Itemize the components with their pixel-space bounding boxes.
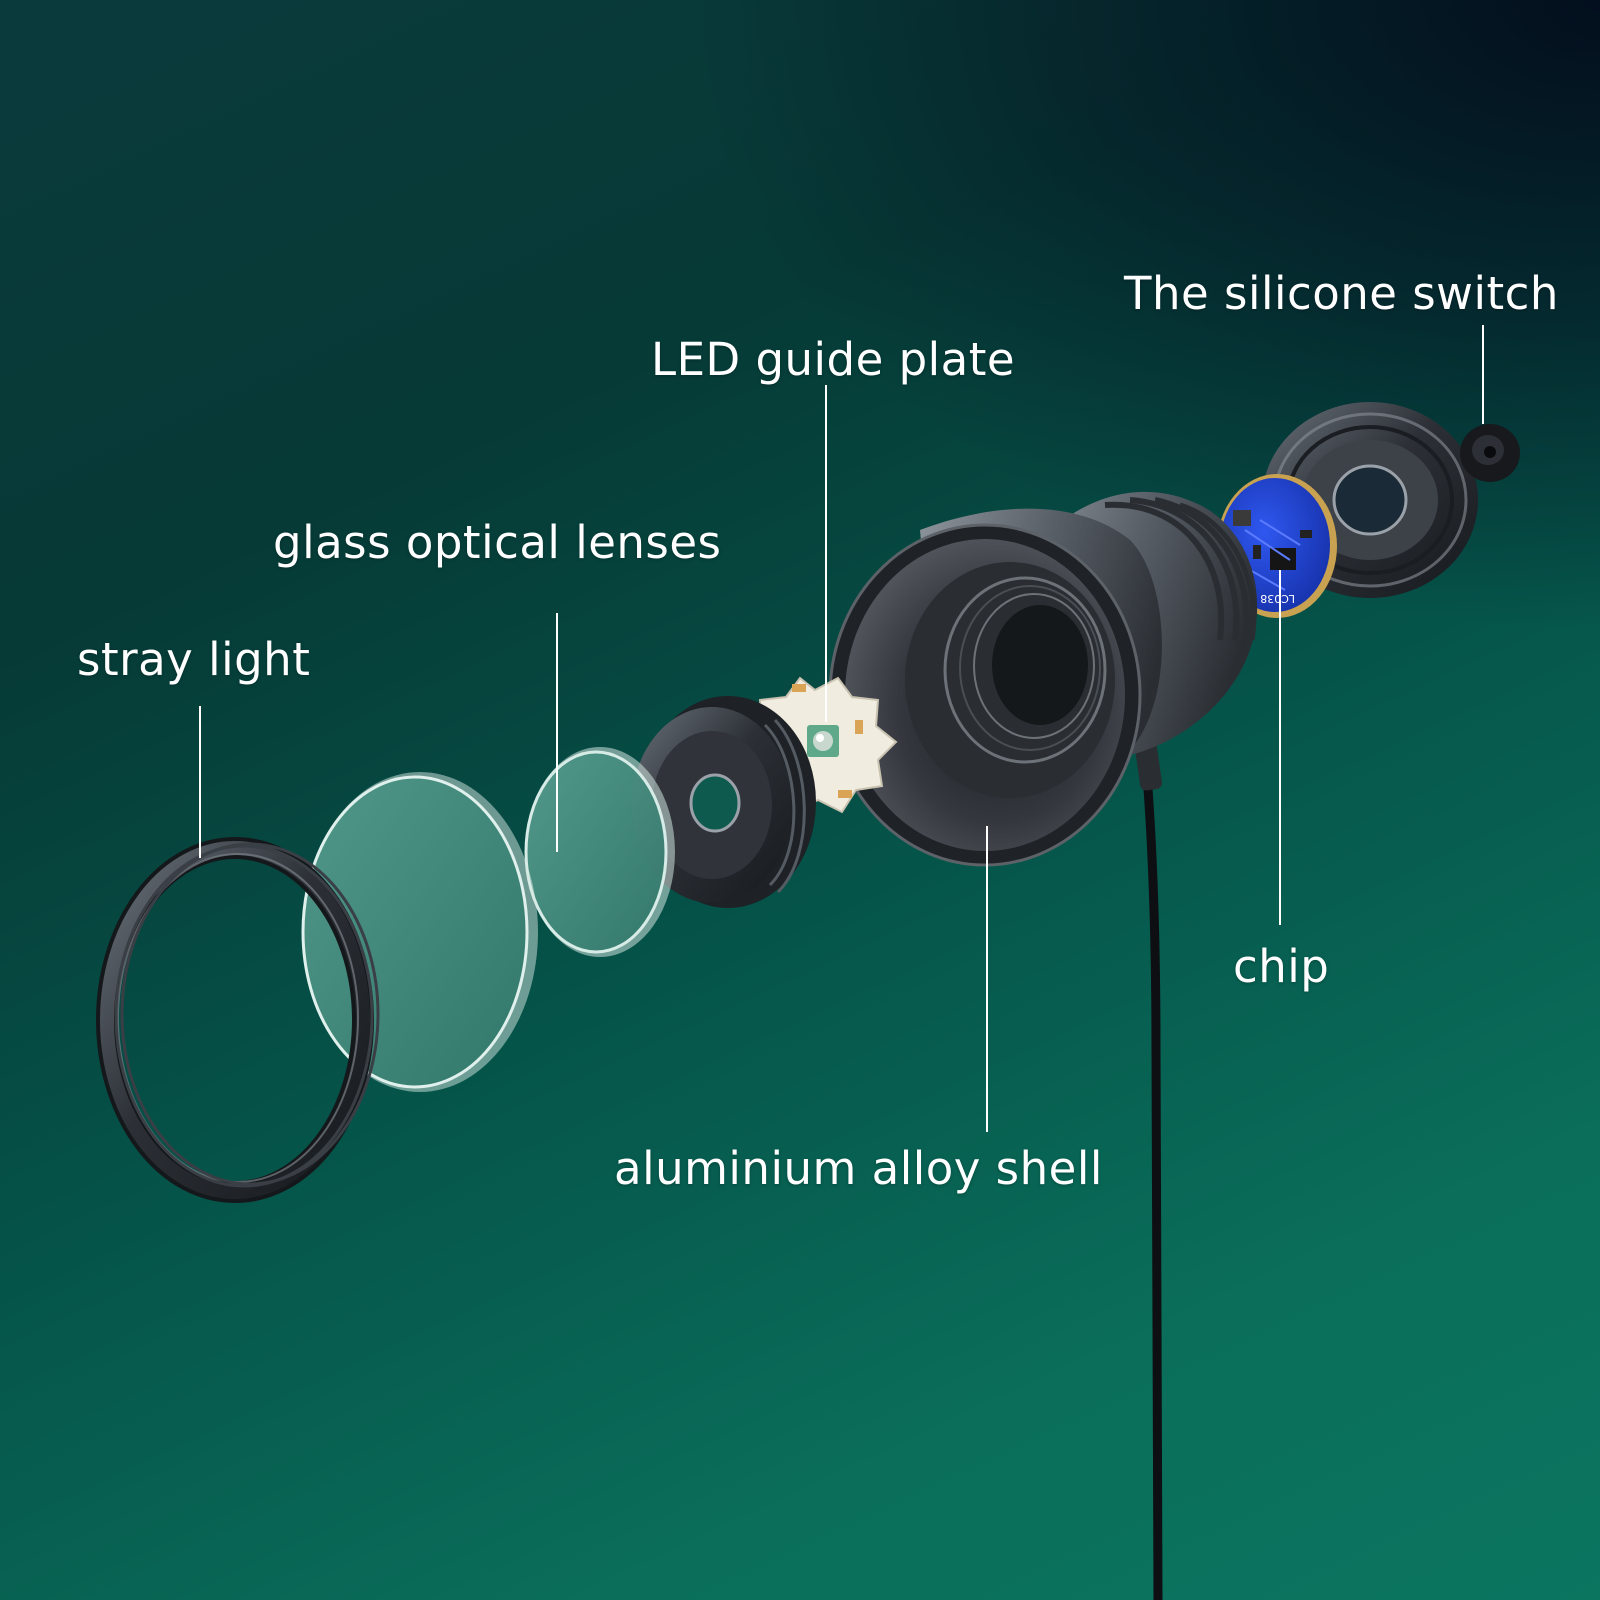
small-glass-lens xyxy=(524,747,675,957)
label-chip: chip xyxy=(1233,940,1330,993)
label-led-guide-plate: LED guide plate xyxy=(651,333,1016,386)
stray-light-ring xyxy=(96,837,380,1203)
chip-marking: LC038 xyxy=(1260,592,1295,605)
silicone-switch-button xyxy=(1460,424,1520,482)
aluminium-shell xyxy=(828,491,1258,867)
label-glass-optical-lenses: glass optical lenses xyxy=(273,516,722,569)
label-stray-light: stray light xyxy=(77,633,311,686)
label-silicone-switch: The silicone switch xyxy=(1124,267,1559,320)
power-cable xyxy=(1138,729,1163,1600)
label-aluminium-alloy-shell: aluminium alloy shell xyxy=(614,1142,1103,1195)
